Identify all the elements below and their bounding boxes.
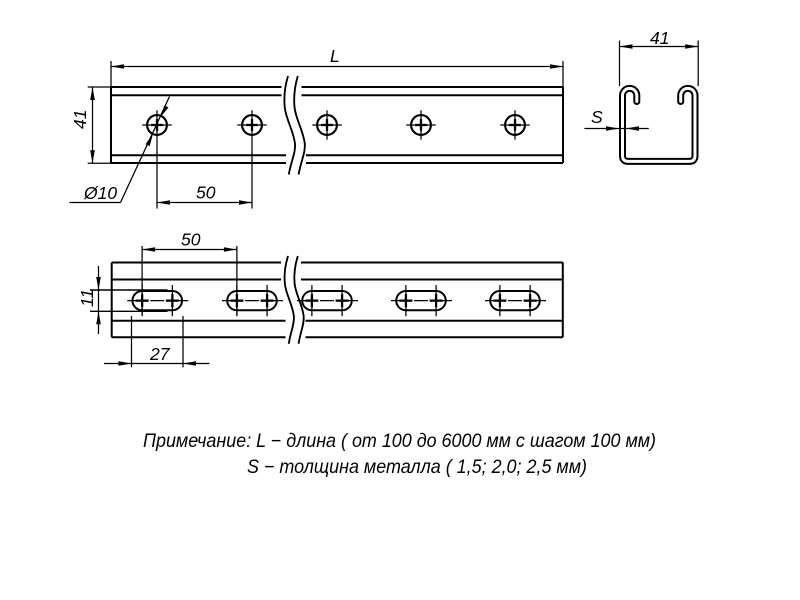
svg-text:L: L (330, 46, 340, 66)
svg-text:50: 50 (196, 183, 216, 203)
svg-text:41: 41 (70, 110, 90, 129)
svg-text:50: 50 (181, 229, 201, 249)
svg-text:S − толщина металла ( 1,5; 2,0: S − толщина металла ( 1,5; 2,0; 2,5 мм) (247, 456, 587, 478)
svg-text:Примечание: L − длина ( от 100: Примечание: L − длина ( от 100 до 6000 м… (143, 430, 656, 452)
svg-text:11: 11 (77, 289, 97, 307)
svg-text:Ø10: Ø10 (83, 183, 117, 203)
svg-text:41: 41 (650, 28, 669, 48)
svg-text:27: 27 (149, 344, 171, 364)
svg-text:S: S (591, 107, 603, 127)
